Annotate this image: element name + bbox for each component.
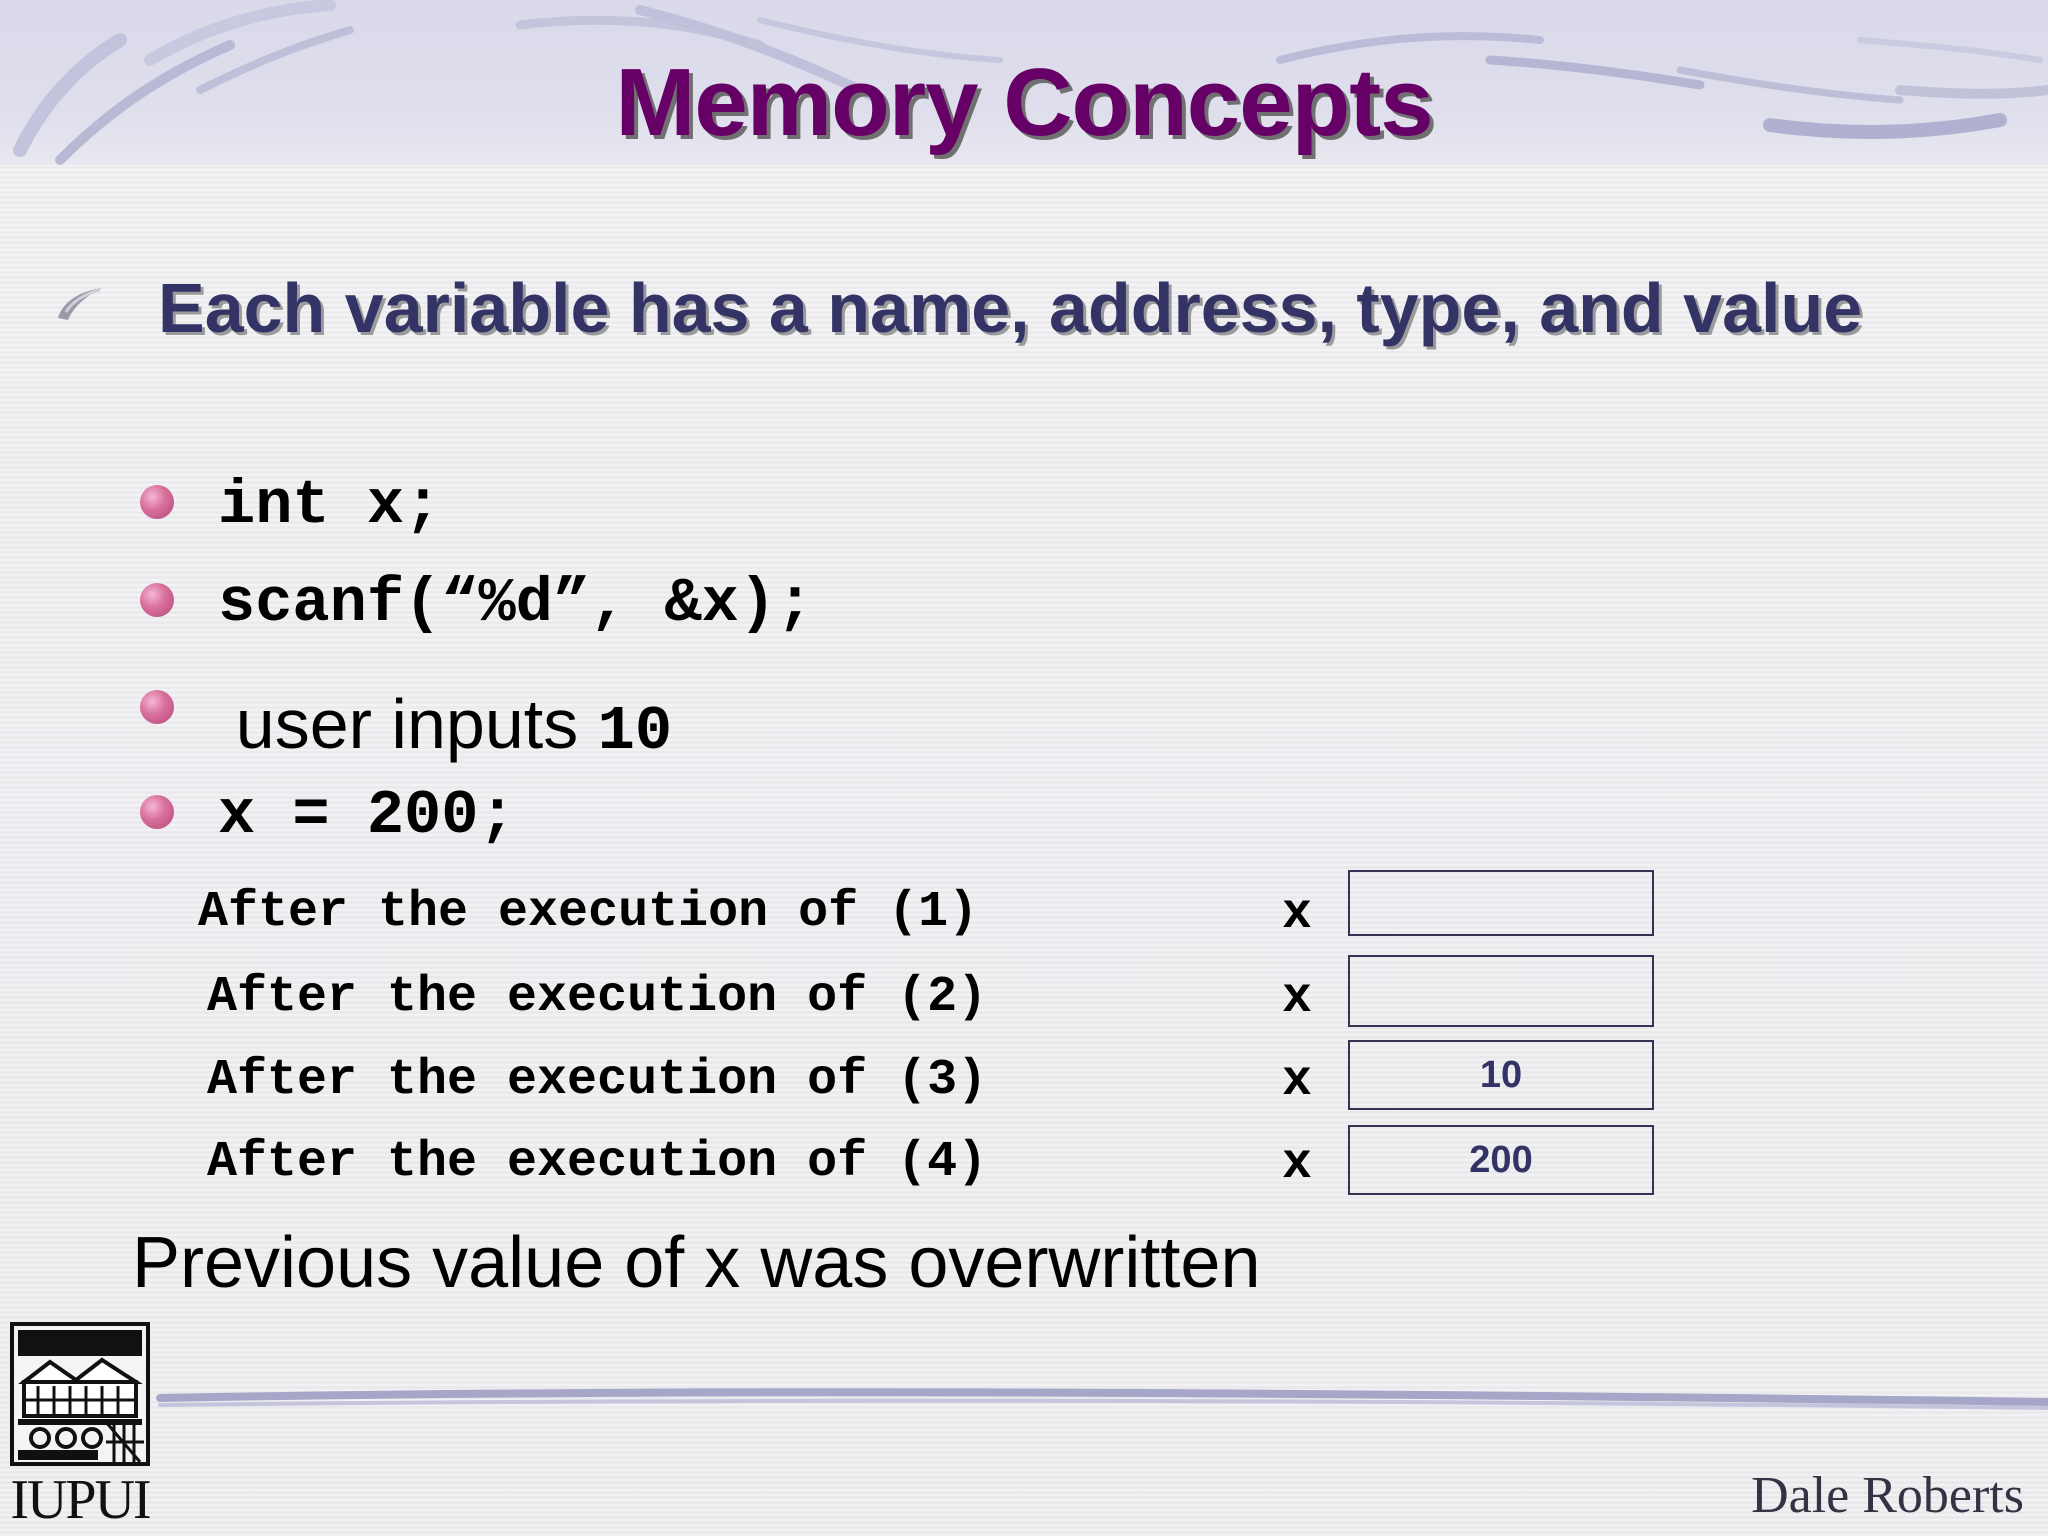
execution-row-var: x: [1282, 970, 1313, 1027]
user-input-value: 10: [597, 696, 673, 767]
slide-title: Memory Concepts: [615, 49, 1433, 156]
execution-row-label: After the execution of (3): [207, 1052, 988, 1109]
user-input-line: user inputs 10: [218, 666, 672, 785]
code-line-scanf: scanf(“%d”, &x);: [218, 568, 814, 639]
author-name: Dale Roberts: [1751, 1467, 2024, 1524]
sub-bullet-dot: [140, 795, 174, 829]
execution-row-var: x: [1282, 886, 1313, 943]
user-input-text: user inputs: [235, 685, 598, 763]
memory-box: 200: [1348, 1125, 1654, 1195]
execution-row-var: x: [1282, 1053, 1313, 1110]
conclusion-text: Previous value of x was overwritten: [132, 1223, 1261, 1303]
execution-row-var: x: [1282, 1136, 1313, 1193]
execution-row-label: After the execution of (4): [207, 1134, 988, 1191]
header-band: [0, 0, 2048, 165]
code-line-declaration: int x;: [218, 470, 442, 541]
main-bullet-text: Each variable has a name, address, type,…: [158, 269, 1863, 347]
iupui-logo-icon: [10, 1322, 150, 1466]
header-swirls: [13, 0, 2048, 165]
memory-box: [1348, 955, 1654, 1027]
execution-row-label: After the execution of (1): [198, 884, 979, 941]
sub-bullet-dot: [140, 690, 174, 724]
logo-text: IUPUI: [10, 1469, 151, 1531]
memory-box: 10: [1348, 1040, 1654, 1110]
sub-bullet-dot: [140, 485, 174, 519]
execution-row-label: After the execution of (2): [207, 969, 988, 1026]
sub-bullet-dot: [140, 583, 174, 617]
memory-box: [1348, 870, 1654, 936]
swoosh-bullet-icon: [58, 288, 102, 320]
code-line-assignment: x = 200;: [218, 780, 516, 851]
